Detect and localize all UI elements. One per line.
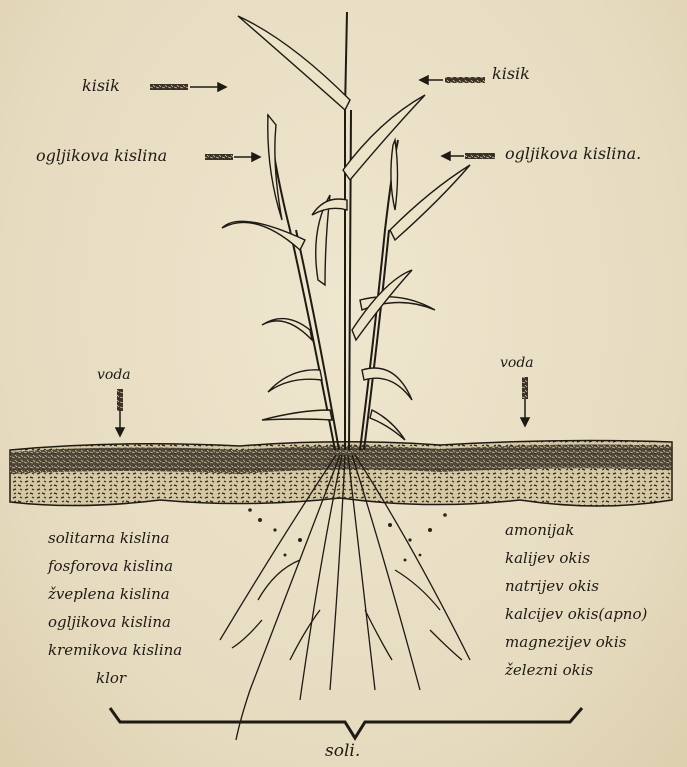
base-item: železni okis <box>505 656 647 684</box>
acids-list: solitarna kislina fosforova kislina žvep… <box>48 524 182 692</box>
base-item: natrijev okis <box>505 572 647 600</box>
arrow-oxygen-left <box>150 83 226 91</box>
label-oxygen-right: kisik <box>492 66 530 82</box>
arrow-water-left <box>116 389 124 436</box>
label-co2-right: ogljikova kislina. <box>505 146 641 162</box>
salts-brace <box>110 708 582 738</box>
base-item: kalcijev okis(apno) <box>505 600 647 628</box>
acid-item: klor <box>48 664 182 692</box>
acid-item: fosforova kislina <box>48 552 182 580</box>
arrow-oxygen-right <box>420 76 485 84</box>
label-water-right: voda <box>500 356 534 370</box>
label-co2-left: ogljikova kislina <box>36 148 167 164</box>
acid-item: solitarna kislina <box>48 524 182 552</box>
arrow-co2-left <box>205 153 260 161</box>
acid-item: ogljikova kislina <box>48 608 182 636</box>
base-item: kalijev okis <box>505 544 647 572</box>
base-item: magnezijev okis <box>505 628 647 656</box>
arrow-water-right <box>521 377 529 426</box>
arrow-co2-right <box>442 152 495 160</box>
acid-item: žveplena kislina <box>48 580 182 608</box>
bases-list: amonijak kalijev okis natrijev okis kalc… <box>505 516 647 684</box>
acid-item: kremikova kislina <box>48 636 182 664</box>
plant-stems <box>268 12 398 450</box>
label-water-left: voda <box>97 368 131 382</box>
base-item: amonijak <box>505 516 647 544</box>
label-oxygen-left: kisik <box>82 78 120 94</box>
label-salts: soli. <box>325 743 360 760</box>
